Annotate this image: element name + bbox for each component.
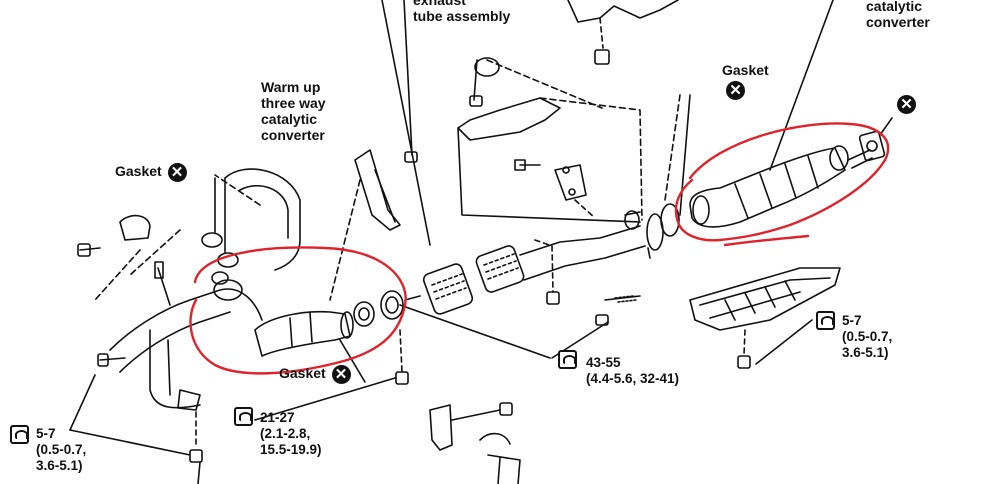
top-bracket bbox=[567, 0, 679, 23]
exhaust-tube-leader bbox=[381, 0, 431, 246]
warm-up-label-line3: catalytic bbox=[261, 111, 318, 127]
gasket-label-top-right: Gasket ✕ bbox=[722, 62, 769, 100]
gasket-x-marker-right: ✕ bbox=[895, 95, 916, 114]
gasket-x-icon: ✕ bbox=[167, 163, 187, 182]
highlight-circle-left bbox=[189, 246, 407, 375]
flexible-tube bbox=[404, 225, 646, 315]
exhaust-tube-label-line1: exhaust bbox=[413, 0, 466, 8]
gasket-bottom-text: Gasket bbox=[279, 365, 326, 382]
exhaust-tube-label-line2: tube assembly bbox=[413, 8, 511, 24]
torque-right-line2: (0.5-0.7, bbox=[842, 329, 893, 344]
torque-spec-left: 5-7 (0.5-0.7, 3.6-5.1) bbox=[36, 426, 86, 474]
warm-up-converter-label: Warm up three way catalytic converter bbox=[261, 79, 326, 143]
torque-right-line1: 5-7 bbox=[842, 313, 862, 328]
warm-up-label-line4: converter bbox=[261, 127, 325, 143]
torque-spec-middle: 21-27 (2.1-2.8, 15.5-19.9) bbox=[260, 410, 322, 458]
gasket-x-icon: ✕ bbox=[331, 365, 351, 384]
torque-left-line3: 3.6-5.1) bbox=[36, 458, 83, 473]
gasket-label-left: Gasket ✕ bbox=[115, 163, 187, 182]
warm-up-label-line2: three way bbox=[261, 95, 326, 111]
torque-left-line1: 5-7 bbox=[36, 426, 56, 441]
heat-shield bbox=[689, 267, 841, 331]
torque-wrench-icon bbox=[234, 407, 253, 426]
torque-middle-line1: 21-27 bbox=[260, 410, 295, 425]
warm-up-label-line1: Warm up bbox=[261, 79, 321, 95]
catalytic-label-line1: catalytic bbox=[866, 0, 923, 14]
gasket-x-icon: ✕ bbox=[897, 95, 916, 114]
torque-middle-line3: 15.5-19.9) bbox=[260, 442, 322, 457]
gasket-top-right-text: Gasket bbox=[722, 62, 769, 78]
torque-wrench-icon bbox=[10, 425, 29, 444]
gasket-left-text: Gasket bbox=[115, 163, 162, 180]
catalytic-label-line2: converter bbox=[866, 14, 930, 30]
front-pipe bbox=[109, 288, 263, 351]
catalytic-converter-label: catalytic converter bbox=[866, 0, 930, 30]
torque-spec-right: 5-7 (0.5-0.7, 3.6-5.1) bbox=[842, 313, 892, 361]
highlight-circle-right bbox=[674, 122, 890, 242]
warm-up-catalytic-converter bbox=[254, 290, 404, 357]
gasket-x-icon: ✕ bbox=[726, 81, 745, 100]
torque-spec-center: 43-55 (4.4-5.6, 32-41) bbox=[586, 355, 679, 387]
torque-middle-line2: (2.1-2.8, bbox=[260, 426, 311, 441]
torque-right-line3: 3.6-5.1) bbox=[842, 345, 889, 360]
exhaust-tube-label: exhaust tube assembly bbox=[413, 0, 510, 24]
torque-center-line2: (4.4-5.6, 32-41) bbox=[586, 371, 680, 386]
clamp-left bbox=[119, 214, 151, 241]
gasket-label-bottom: Gasket ✕ bbox=[279, 365, 351, 384]
torque-wrench-icon bbox=[558, 350, 577, 369]
torque-wrench-icon bbox=[816, 311, 835, 330]
catalytic-converter-right bbox=[689, 130, 886, 228]
torque-left-line2: (0.5-0.7, bbox=[36, 442, 87, 457]
torque-center-line1: 43-55 bbox=[586, 355, 621, 370]
top-nut bbox=[594, 49, 610, 65]
